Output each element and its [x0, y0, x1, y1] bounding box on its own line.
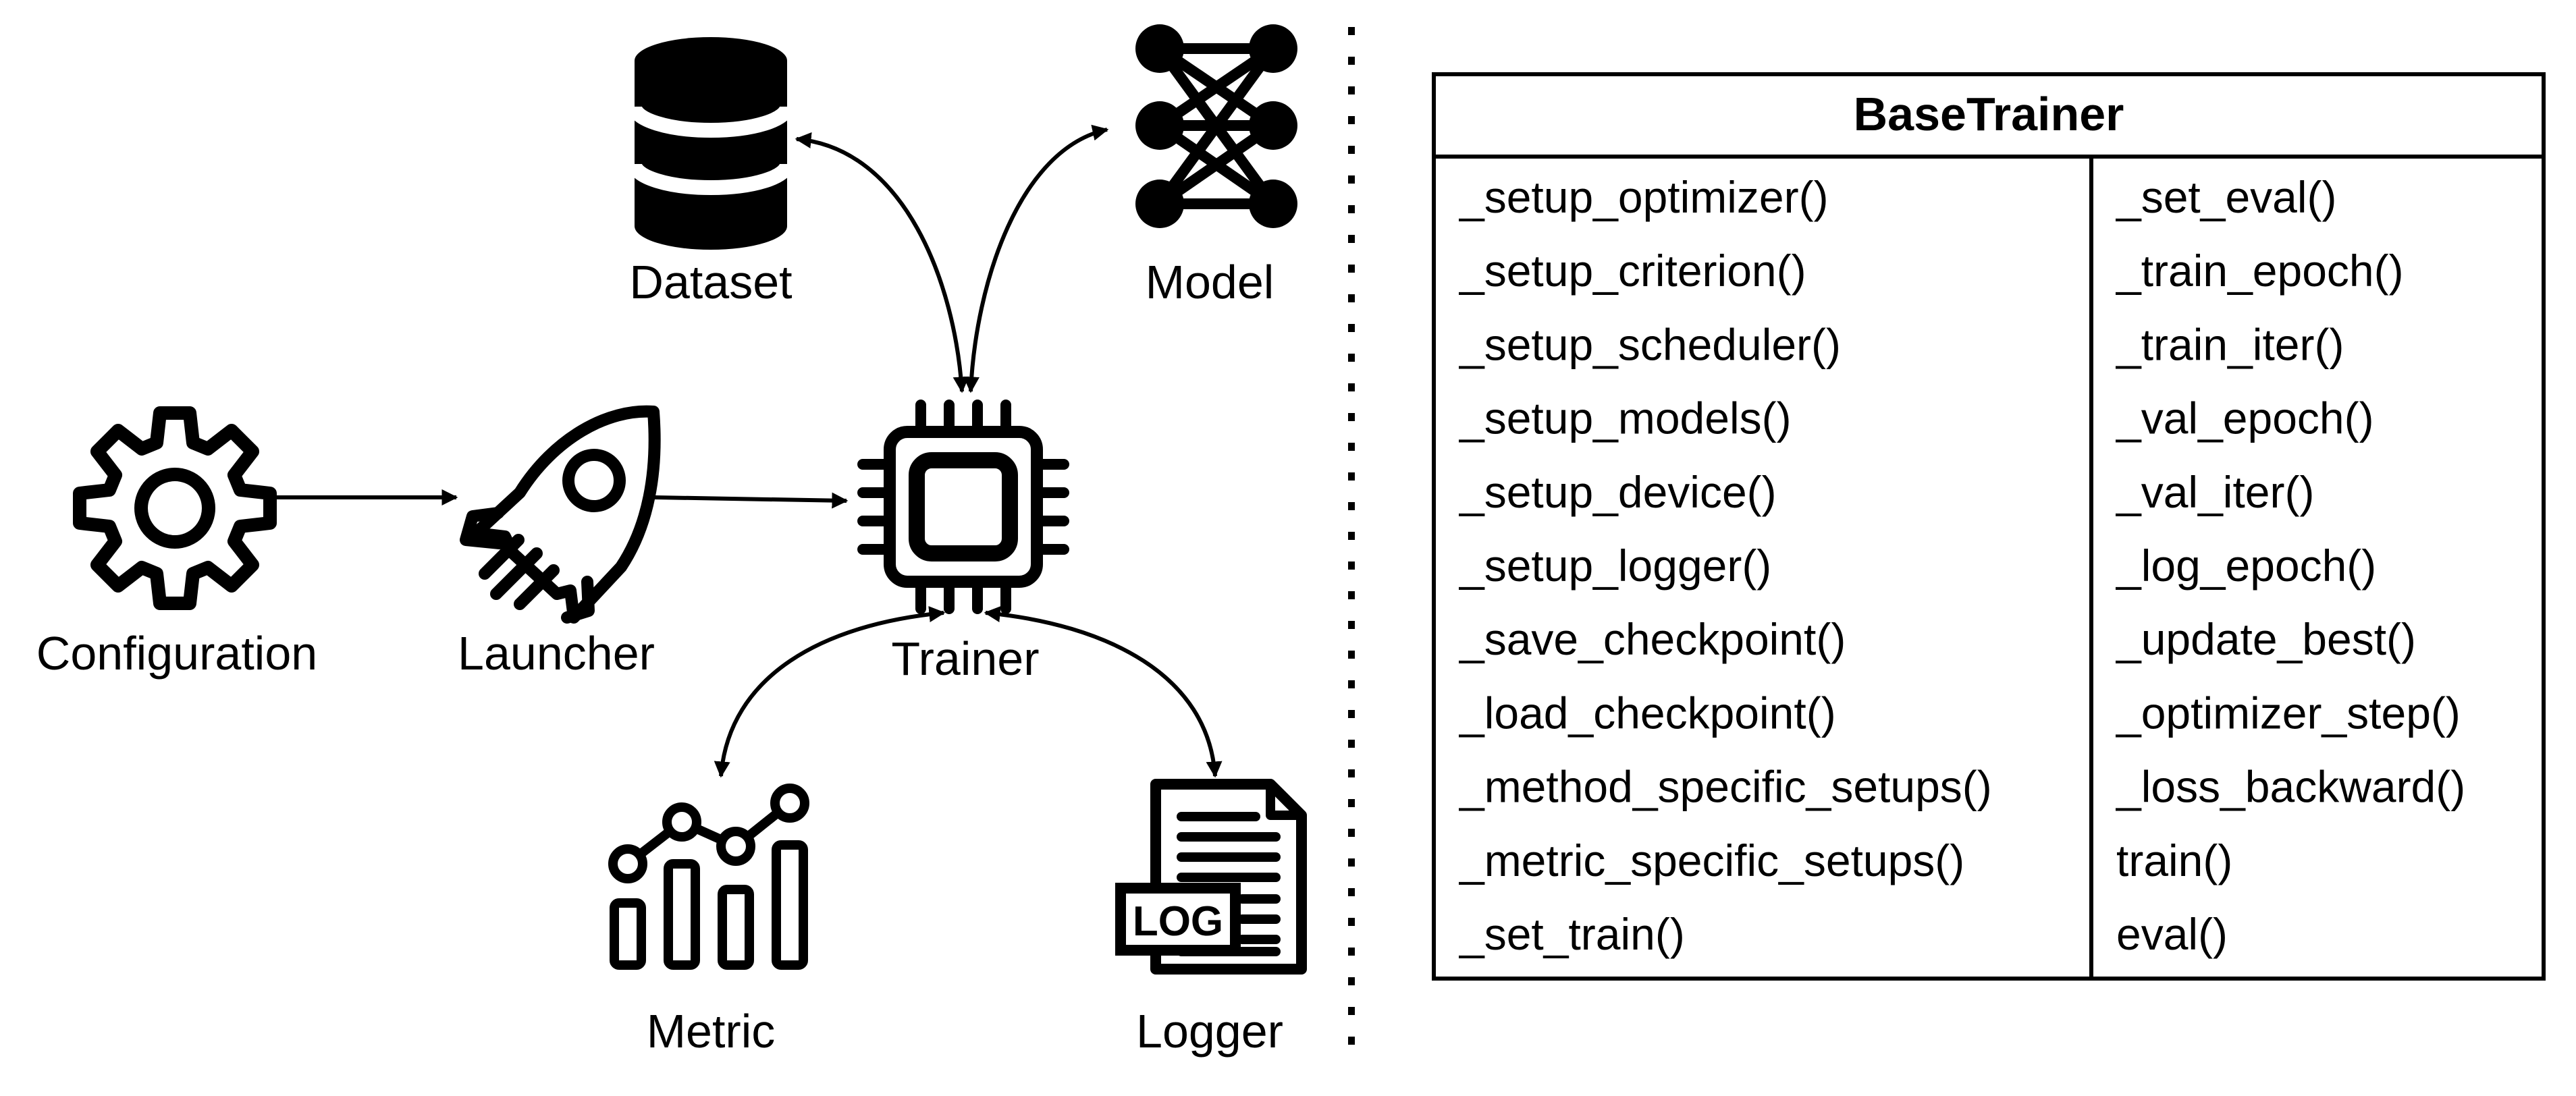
- method-item: _train_iter(): [2116, 319, 2344, 369]
- log-file-icon: LOG: [1115, 779, 1307, 975]
- method-item: _set_eval(): [2116, 172, 2337, 222]
- cpu-chip-icon: [857, 400, 1069, 614]
- arrow-trainer-metric: [714, 606, 946, 778]
- arrows: [277, 124, 1223, 778]
- method-item: _loss_backward(): [2116, 762, 2465, 812]
- arrow-dataset-trainer: [795, 132, 969, 393]
- arrow-model-trainer: [963, 124, 1109, 393]
- method-item: _setup_optimizer(): [1459, 172, 1829, 222]
- right-method-list: _set_eval() _train_epoch() _train_iter() _v…: [2116, 172, 2465, 959]
- model-label: Model: [1146, 256, 1274, 308]
- launcher-label: Launcher: [458, 627, 655, 680]
- method-item: _setup_scheduler(): [1459, 319, 1841, 369]
- method-item: _method_specific_setups(): [1459, 762, 1992, 812]
- trainer-label: Trainer: [891, 632, 1039, 685]
- configuration-label: Configuration: [36, 627, 317, 680]
- method-item: _val_epoch(): [2116, 393, 2374, 443]
- method-item: _log_epoch(): [2116, 541, 2376, 591]
- method-item: _setup_logger(): [1459, 541, 1771, 591]
- dataset-label: Dataset: [629, 256, 792, 308]
- left-method-list: _setup_optimizer() _setup_criterion() _set…: [1459, 172, 1992, 959]
- line-bar-chart-icon: [608, 784, 809, 970]
- gear-icon: [73, 406, 277, 610]
- method-item: _setup_device(): [1459, 467, 1777, 517]
- method-item: _update_best(): [2116, 614, 2416, 664]
- method-item: _set_train(): [1459, 909, 1685, 959]
- method-item: eval(): [2116, 909, 2228, 959]
- method-item: _setup_criterion(): [1459, 246, 1806, 296]
- database-icon: [627, 37, 795, 250]
- method-item: _optimizer_step(): [2116, 688, 2461, 738]
- method-item: _load_checkpoint(): [1459, 688, 1836, 738]
- class-title: BaseTrainer: [1854, 88, 2124, 140]
- method-item: _setup_models(): [1459, 393, 1792, 443]
- method-item: train(): [2116, 835, 2232, 885]
- logger-label: Logger: [1136, 1005, 1283, 1058]
- log-badge-text: LOG: [1133, 898, 1223, 945]
- method-item: _save_checkpoint(): [1459, 614, 1846, 664]
- neural-network-icon: [1135, 24, 1297, 228]
- rocket-icon: [460, 405, 661, 624]
- method-item: _metric_specific_setups(): [1459, 835, 1964, 885]
- class-box: BaseTrainer _setup_optimizer() _setup_cri…: [1432, 72, 2546, 981]
- metric-label: Metric: [647, 1005, 776, 1058]
- method-item: _train_epoch(): [2116, 246, 2404, 296]
- method-item: _val_iter(): [2116, 467, 2314, 517]
- arrow-trainer-logger: [984, 606, 1223, 778]
- arrow-launcher-to-trainer: [654, 492, 849, 509]
